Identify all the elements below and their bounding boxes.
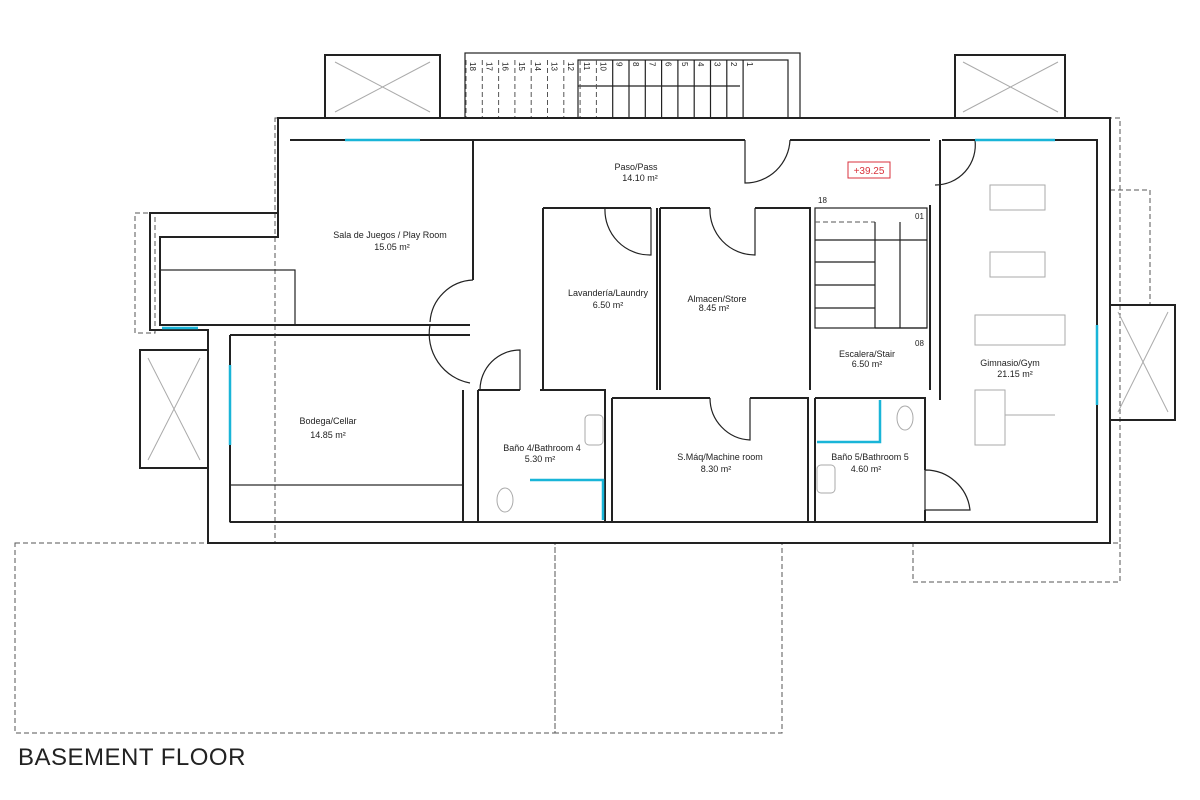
stair-step-number: 5 <box>680 62 689 67</box>
room-name-bathroom-5: Baño 5/Bathroom 5 <box>831 452 909 462</box>
stair-label-start: 01 <box>915 212 924 221</box>
svg-text:+39.25: +39.25 <box>854 166 885 177</box>
stair-step-number: 2 <box>729 62 738 67</box>
floor-title: BASEMENT FLOOR <box>18 744 246 771</box>
room-area-play-room: 15.05 m² <box>374 242 410 252</box>
inner-stair: 18 01 08 <box>814 196 928 348</box>
stair-step-number: 13 <box>550 62 559 71</box>
stair-step-number: 9 <box>615 62 624 67</box>
room-name-store: Almacen/Store <box>687 294 746 304</box>
stair-label-top: 18 <box>818 196 827 205</box>
room-area-laundry: 6.50 m² <box>593 300 624 310</box>
room-name-pass: Paso/Pass <box>614 162 658 172</box>
fixtures <box>496 184 1066 513</box>
stair-step-number: 15 <box>517 62 526 71</box>
stair-step-number: 18 <box>468 62 477 71</box>
stair-step-number: 4 <box>696 62 705 67</box>
stair-step-number: 14 <box>533 62 542 71</box>
stair-step-number: 11 <box>582 62 591 71</box>
gym-equipment <box>974 184 1066 446</box>
room-name-gym: Gimnasio/Gym <box>980 358 1040 368</box>
stair-label-landing: 08 <box>915 339 924 348</box>
stair-step-number: 10 <box>598 62 607 71</box>
room-area-bathroom-5: 4.60 m² <box>851 464 882 474</box>
stair-step-number: 17 <box>484 62 493 71</box>
doors <box>428 139 976 511</box>
stair-step-number: 7 <box>647 62 656 67</box>
room-area-machine-room: 8.30 m² <box>701 464 732 474</box>
room-area-stair: 6.50 m² <box>852 359 883 369</box>
stair-step-number: 12 <box>566 62 575 71</box>
stair-step-number: 8 <box>631 62 640 67</box>
room-name-stair: Escalera/Stair <box>839 349 895 359</box>
stair-step-number: 16 <box>501 62 510 71</box>
level-marker: +39.25 <box>847 161 891 179</box>
room-area-pass: 14.10 m² <box>622 173 658 183</box>
room-labels: Sala de Juegos / Play Room 15.05 m² Paso… <box>299 162 1039 474</box>
room-area-store: 8.45 m² <box>699 303 730 313</box>
room-name-laundry: Lavandería/Laundry <box>568 288 649 298</box>
exterior-outlines <box>14 117 1151 734</box>
room-name-play-room: Sala de Juegos / Play Room <box>333 230 447 240</box>
stair-step-number: 1 <box>745 62 754 67</box>
outer-stair: 18 17 16 15 14 13 12 11 10 9 8 7 6 5 4 3 2 1 <box>464 52 801 119</box>
room-area-cellar: 14.85 m² <box>310 430 346 440</box>
room-area-gym: 21.15 m² <box>997 369 1033 379</box>
room-area-bathroom-4: 5.30 m² <box>525 454 556 464</box>
room-name-bathroom-4: Baño 4/Bathroom 4 <box>503 443 581 453</box>
glazing <box>162 138 1099 520</box>
room-name-machine-room: S.Máq/Machine room <box>677 452 763 462</box>
room-name-cellar: Bodega/Cellar <box>299 416 356 426</box>
stair-step-number: 6 <box>664 62 673 67</box>
stair-step-number: 3 <box>713 62 722 67</box>
